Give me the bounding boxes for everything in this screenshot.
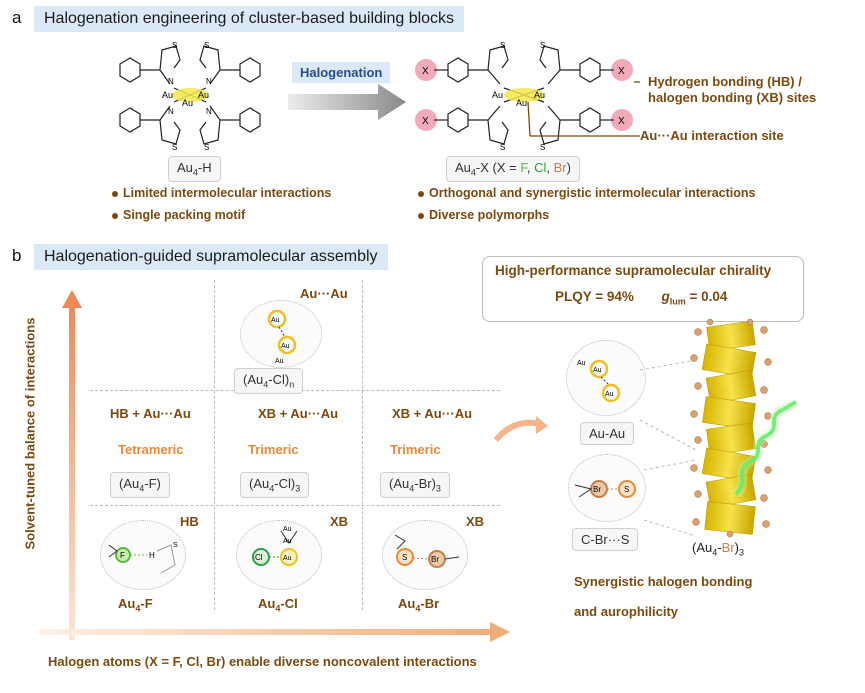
bottom-cell-2-structure: Cl Au Au Au bbox=[236, 520, 322, 590]
helix-label: (Au4-Br)3 bbox=[692, 540, 744, 558]
cbrs-label: C-Br···S bbox=[572, 528, 639, 551]
svg-text:S: S bbox=[172, 41, 177, 50]
helix-assembly bbox=[690, 318, 772, 538]
mid-cell-1-label: (Au4-F) bbox=[110, 472, 170, 498]
hb-xb-sites-label: Hydrogen bonding (HB) / halogen bonding … bbox=[648, 74, 817, 105]
mid-cell-2-title: XB + Au···Au bbox=[258, 406, 339, 421]
cbrs-structure: Br S bbox=[568, 454, 646, 522]
auau-label: Au-Au bbox=[580, 422, 635, 445]
chirality-callout: High-performance supramolecular chiralit… bbox=[482, 256, 804, 322]
y-axis-label: Solvent-tuned balance of interactions bbox=[22, 317, 38, 550]
cpl-wave bbox=[732, 400, 799, 498]
svg-text:S: S bbox=[540, 41, 545, 50]
svg-text:N: N bbox=[168, 107, 174, 116]
callout-metrics: PLQY = 94% glum = 0.04 bbox=[555, 289, 728, 307]
svg-text:Au: Au bbox=[162, 90, 173, 100]
mid-cell-3-title: XB + Au···Au bbox=[392, 406, 473, 421]
svg-text:Br: Br bbox=[593, 485, 601, 494]
panel-a-letter: a bbox=[12, 8, 22, 27]
svg-text:N: N bbox=[206, 107, 212, 116]
bottom-cell-3-structure: S Br bbox=[382, 520, 468, 590]
svg-text:H: H bbox=[149, 551, 155, 560]
top-cell-structure: Au Au Au bbox=[240, 300, 322, 368]
curved-arrow bbox=[493, 416, 548, 442]
top-cell-label: (Au4-Cl)n bbox=[234, 368, 304, 394]
panel-b-letter: b bbox=[12, 246, 22, 265]
svg-text:S: S bbox=[540, 143, 545, 152]
svg-text:S: S bbox=[402, 553, 407, 562]
svg-text:F: F bbox=[120, 551, 125, 560]
svg-text:X: X bbox=[618, 116, 625, 127]
panel-b-header: Halogenation-guided supramolecular assem… bbox=[34, 244, 388, 270]
synergy-line-1: Synergistic halogen bonding bbox=[574, 574, 753, 589]
svg-text:Au: Au bbox=[271, 317, 280, 324]
y-axis-arrow bbox=[62, 290, 82, 640]
panel-a-header: Halogenation engineering of cluster-base… bbox=[34, 6, 465, 32]
bottom-cell-2-tag: XB bbox=[330, 514, 349, 529]
svg-text:X: X bbox=[422, 116, 429, 127]
svg-text:Au: Au bbox=[593, 367, 602, 374]
grid-hline-2 bbox=[90, 505, 500, 506]
svg-text:X: X bbox=[618, 66, 625, 77]
svg-text:S: S bbox=[500, 41, 505, 50]
mid-cell-3-label: (Au4-Br)3 bbox=[380, 472, 450, 498]
svg-text:S: S bbox=[172, 143, 177, 152]
mid-cell-3-type: Trimeric bbox=[390, 442, 441, 457]
svg-text:Au: Au bbox=[275, 358, 284, 365]
bottom-cell-2-label: Au4-Cl bbox=[258, 596, 298, 614]
svg-text:S: S bbox=[500, 143, 505, 152]
au4-h-molecule: Au Au Au N N N N S S S S bbox=[119, 41, 261, 152]
auau-structure: Au Au Au bbox=[566, 340, 646, 416]
mid-cell-2-label: (Au4-Cl)3 bbox=[240, 472, 310, 498]
svg-text:S: S bbox=[204, 143, 209, 152]
svg-text:Cl: Cl bbox=[255, 553, 263, 562]
mid-cell-2-type: Trimeric bbox=[248, 442, 299, 457]
svg-text:Au: Au bbox=[283, 555, 292, 562]
svg-text:Au: Au bbox=[198, 90, 209, 100]
x-axis-arrow bbox=[40, 622, 510, 642]
bottom-cell-1-structure: F H S bbox=[100, 520, 186, 590]
svg-text:X: X bbox=[422, 66, 429, 77]
svg-text:Au: Au bbox=[283, 526, 292, 533]
x-axis-label: Halogen atoms (X = F, Cl, Br) enable div… bbox=[48, 654, 477, 669]
svg-text:N: N bbox=[206, 77, 212, 86]
halogenation-label: Halogenation bbox=[292, 62, 391, 83]
svg-text:S: S bbox=[204, 41, 209, 50]
svg-text:Au: Au bbox=[516, 98, 527, 108]
svg-text:N: N bbox=[168, 77, 174, 86]
svg-text:Au: Au bbox=[182, 98, 193, 108]
halogenation-arrow bbox=[288, 84, 406, 120]
right-bullet-1: Orthogonal and synergistic intermolecula… bbox=[418, 186, 755, 200]
left-bullet-2: Single packing motif bbox=[112, 208, 245, 222]
top-cell-title: Au···Au bbox=[300, 286, 348, 301]
right-bullet-2: Diverse polymorphs bbox=[418, 208, 549, 222]
bottom-cell-3-label: Au4-Br bbox=[398, 596, 440, 614]
bottom-cell-1-tag: HB bbox=[180, 514, 199, 529]
left-bullet-1: Limited intermolecular interactions bbox=[112, 186, 331, 200]
mid-cell-1-type: Tetrameric bbox=[118, 442, 184, 457]
svg-text:Br: Br bbox=[431, 555, 439, 564]
svg-text:Au: Au bbox=[283, 538, 292, 545]
au4-x-molecule: X X X X Au Au Au S S S S bbox=[415, 41, 640, 152]
connector-lines bbox=[640, 360, 697, 537]
mid-cell-1-title: HB + Au···Au bbox=[110, 406, 191, 421]
grid-vline-1 bbox=[214, 280, 215, 610]
svg-text:Au: Au bbox=[605, 391, 614, 398]
bottom-cell-1-label: Au4-F bbox=[118, 596, 153, 614]
callout-title: High-performance supramolecular chiralit… bbox=[495, 263, 772, 278]
svg-text:Au: Au bbox=[577, 360, 586, 367]
svg-text:Au: Au bbox=[534, 90, 545, 100]
au4-h-label: Au4-H bbox=[168, 156, 221, 182]
svg-text:Au: Au bbox=[281, 343, 290, 350]
svg-text:S: S bbox=[624, 485, 629, 494]
svg-text:Au: Au bbox=[492, 90, 503, 100]
au4-x-label: Au4-X (X = F, Cl, Br) bbox=[446, 156, 580, 182]
grid-vline-2 bbox=[362, 280, 363, 610]
auau-site-label: Au···Au interaction site bbox=[640, 128, 784, 143]
synergy-line-2: and aurophilicity bbox=[574, 604, 679, 619]
bottom-cell-3-tag: XB bbox=[466, 514, 485, 529]
svg-text:S: S bbox=[173, 542, 178, 549]
